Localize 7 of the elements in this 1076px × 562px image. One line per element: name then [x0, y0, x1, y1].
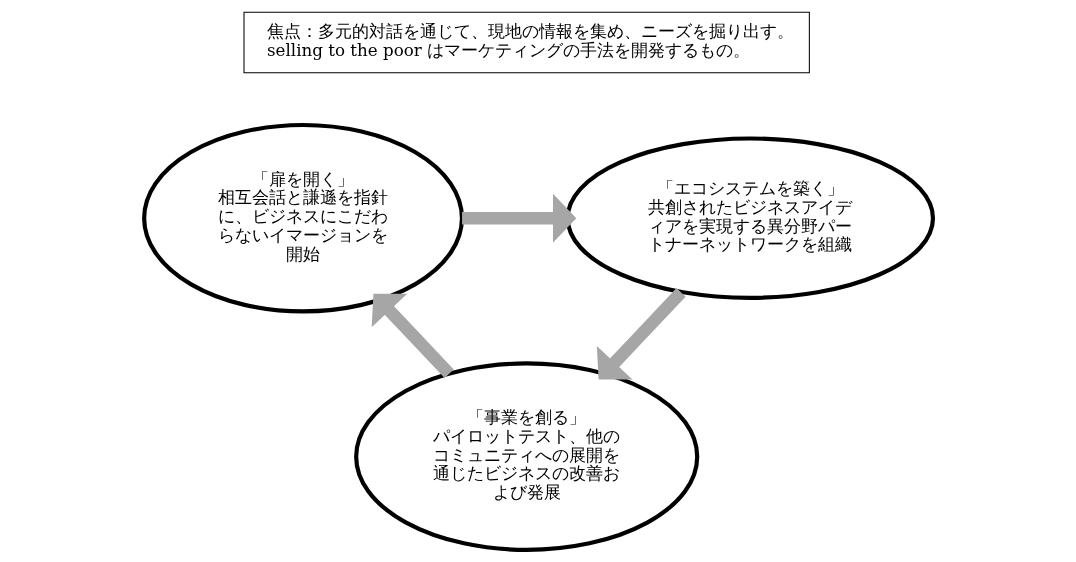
node-ellipse: 「扉を開く」 相互会話と謙遜を指針に、ビジネスにこだわらないイマージョンを開始	[141, 122, 464, 314]
node-ellipse: 「事業を創る」 パイロットテスト、他のコミュニティへの展開を通じたビジネスの改善および発展	[353, 361, 699, 552]
node-box: 焦点：多元的対話を通じて、現地の情報を集め、ニーズを掘り出す。 selling to the poor はマーケティングの手法を開発するもの。	[243, 11, 810, 74]
node-ellipse: 「エコシステムを築く」 共創されたビジネスアイディアを実現する異分野パートナーネットワークを組織	[565, 136, 935, 300]
arrow	[371, 293, 454, 378]
arrow	[461, 193, 576, 243]
arrow	[596, 288, 686, 380]
